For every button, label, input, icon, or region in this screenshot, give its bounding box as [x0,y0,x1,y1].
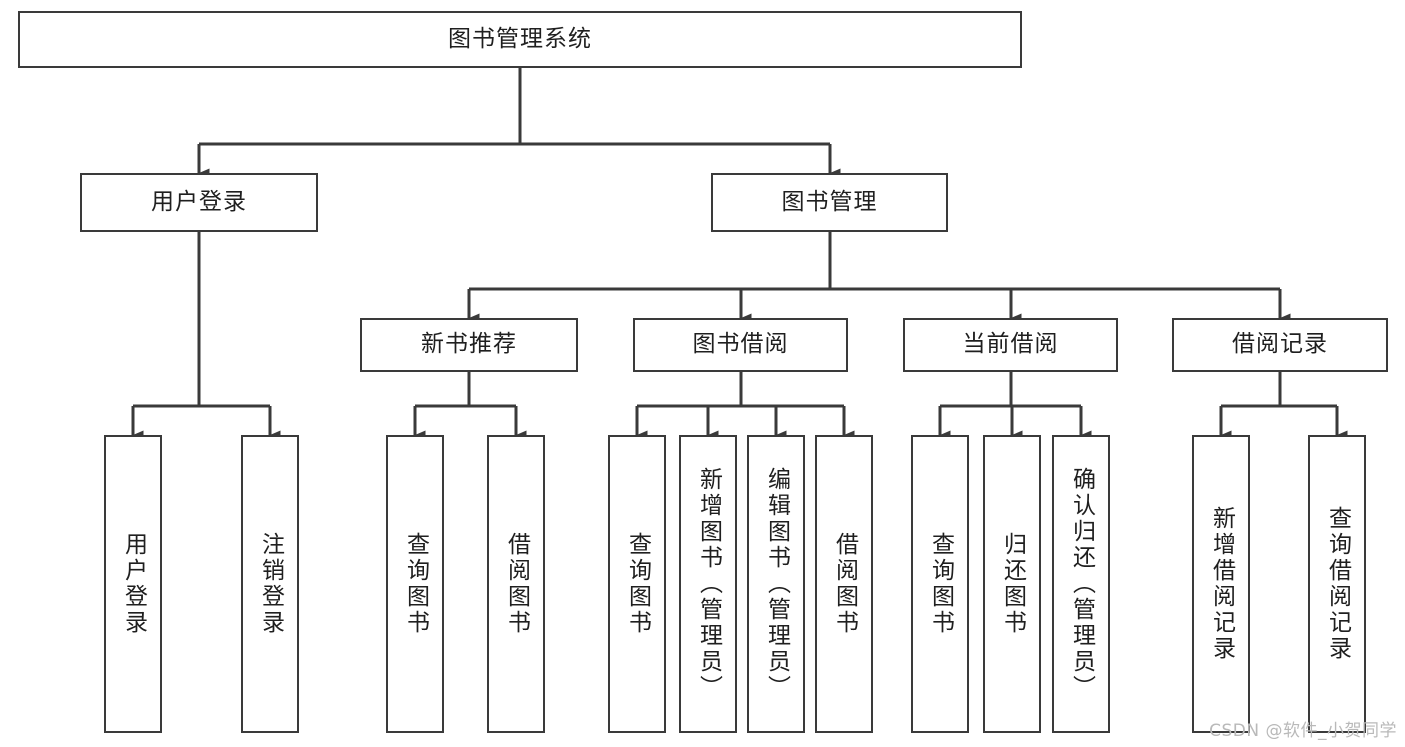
node-label: 归还图书 [999,532,1026,636]
node-label: 用户登录 [151,188,247,215]
node-leaf9[interactable]: 查询图书 [911,435,969,733]
node-newbook[interactable]: 新书推荐 [360,318,578,372]
node-label: 用户登录 [120,532,147,636]
node-leaf5[interactable]: 查询图书 [608,435,666,733]
node-label: 借阅图书 [831,532,858,636]
node-leaf6[interactable]: 新增图书（管理员） [679,435,737,733]
node-leaf3[interactable]: 查询图书 [386,435,444,733]
node-label: 确认归还（管理员） [1068,467,1095,701]
node-label: 注销登录 [257,532,284,636]
node-bookmgmt[interactable]: 图书管理 [711,173,948,232]
node-leaf10[interactable]: 归还图书 [983,435,1041,733]
node-label: 借阅图书 [503,532,530,636]
node-leaf2[interactable]: 注销登录 [241,435,299,733]
node-label: 借阅记录 [1232,331,1328,358]
node-root[interactable]: 图书管理系统 [18,11,1022,68]
node-leaf7[interactable]: 编辑图书（管理员） [747,435,805,733]
node-records[interactable]: 借阅记录 [1172,318,1388,372]
node-label: 当前借阅 [962,331,1059,358]
node-label: 新书推荐 [421,331,517,358]
node-label: 查询图书 [927,532,954,636]
node-leaf4[interactable]: 借阅图书 [487,435,545,733]
node-label: 图书管理系统 [448,25,592,52]
node-label: 图书借阅 [692,331,789,358]
node-leaf12[interactable]: 新增借阅记录 [1192,435,1250,733]
node-current[interactable]: 当前借阅 [903,318,1118,372]
node-borrow[interactable]: 图书借阅 [633,318,848,372]
node-label: 查询图书 [402,532,429,636]
node-label: 新增借阅记录 [1208,506,1235,662]
node-leaf13[interactable]: 查询借阅记录 [1308,435,1366,733]
node-label: 图书管理 [781,188,878,215]
node-label: 编辑图书（管理员） [763,467,790,701]
node-leaf1[interactable]: 用户登录 [104,435,162,733]
node-login[interactable]: 用户登录 [80,173,318,232]
node-label: 查询图书 [624,532,651,636]
node-label: 查询借阅记录 [1324,506,1351,662]
node-label: 新增图书（管理员） [695,467,722,701]
node-leaf8[interactable]: 借阅图书 [815,435,873,733]
watermark-text: CSDN @软件_小贺同学 [1209,721,1397,741]
node-leaf11[interactable]: 确认归还（管理员） [1052,435,1110,733]
